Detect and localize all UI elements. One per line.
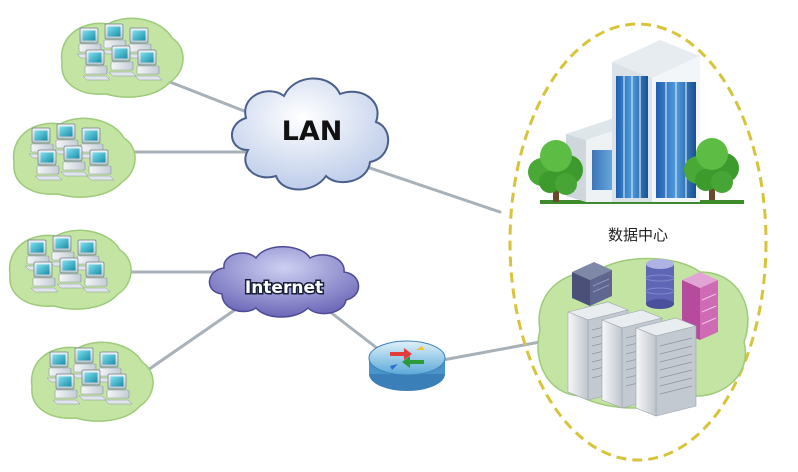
workstation-cluster-icon (14, 118, 135, 197)
workstation-cluster-icon (62, 18, 183, 97)
connector-lan-datacenter (368, 166, 502, 214)
router-icon (368, 340, 446, 391)
internet-label: Internet (245, 278, 323, 298)
data-center-boundary (508, 22, 768, 462)
connector-internet-router (323, 306, 384, 354)
database-icon (645, 259, 675, 309)
internet-cloud-icon (208, 246, 360, 318)
connector-router-datacenter (430, 340, 542, 364)
workstation-cluster-icon (10, 230, 131, 309)
workstation-cluster-icon (32, 342, 153, 421)
lan-label: LAN (282, 116, 343, 147)
office-building-icon (540, 40, 744, 204)
server-rack-icon (572, 262, 612, 306)
connector-lines (123, 80, 542, 374)
server-rack-icon (635, 317, 697, 417)
lan-cloud-icon (231, 77, 390, 191)
data-center-label: 数据中心 (608, 226, 668, 244)
